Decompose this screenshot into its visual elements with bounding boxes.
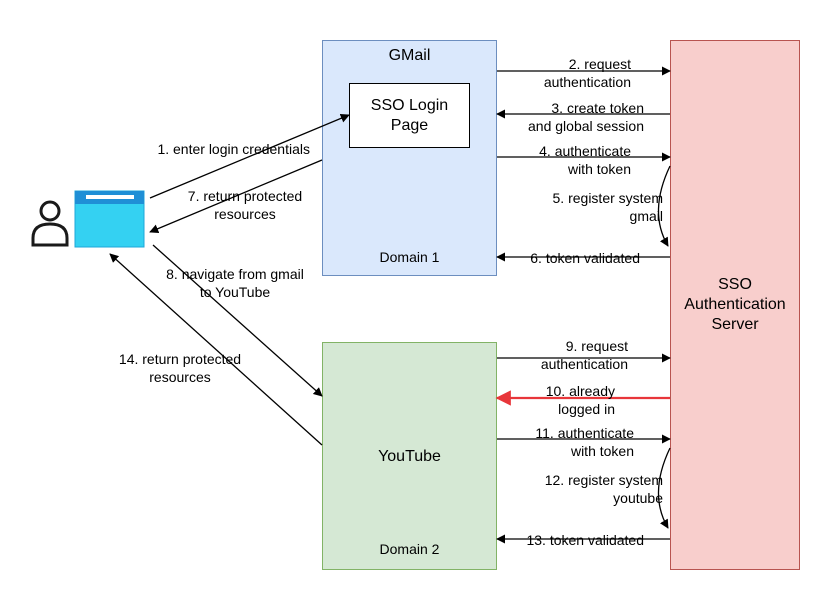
step-10-label: 10. already logged in <box>545 383 615 417</box>
step-7-label: 7. return protected resources <box>187 188 303 222</box>
step-9-label: 9. request authentication <box>540 338 628 372</box>
sso-server-box: SSO Authentication Server <box>670 40 800 570</box>
step-11-label: 11. authenticate with token <box>535 425 634 459</box>
step-4-label: 4. authenticate with token <box>539 143 631 177</box>
arrow-12 <box>657 447 671 529</box>
sso-server-label: SSO Authentication Server <box>684 276 786 333</box>
gmail-domain-label: Domain 1 <box>379 249 440 265</box>
user-icon <box>31 200 69 247</box>
arrow-1 <box>149 113 350 199</box>
step-8-label: 8. navigate from gmail to YouTube <box>166 266 304 300</box>
arrow-8 <box>152 244 323 397</box>
sso-login-page-label: SSO Login Page <box>370 96 449 134</box>
youtube-domain-label: Domain 2 <box>379 541 440 557</box>
step-2-label: 2. request authentication <box>543 56 631 90</box>
youtube-box <box>322 342 497 570</box>
step-6-label: 6. token validated <box>530 250 640 266</box>
sso-login-page-box: SSO Login Page <box>349 83 470 148</box>
step-12-label: 12. register system youtube <box>544 472 663 506</box>
step-5-label: 5. register system gmail <box>552 190 663 224</box>
youtube-title: YouTube <box>378 448 441 465</box>
arrow-5 <box>657 165 671 247</box>
arrow-7 <box>149 159 323 234</box>
browser-window-icon <box>74 190 145 248</box>
step-3-label: 3. create token and global session <box>528 100 644 134</box>
gmail-box <box>322 40 497 276</box>
arrow-14 <box>109 253 323 446</box>
step-13-label: 13. token validated <box>526 532 644 548</box>
gmail-title: GMail <box>388 47 431 64</box>
step-1-label: 1. enter login credentials <box>157 141 310 157</box>
step-14-label: 14. return protected resources <box>118 351 242 385</box>
